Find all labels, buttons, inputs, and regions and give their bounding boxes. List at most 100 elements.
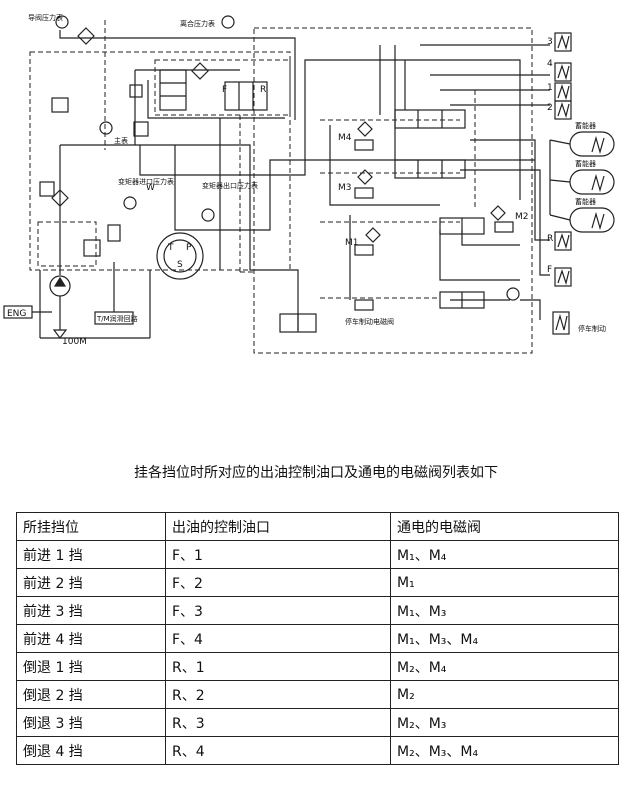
cell-gear: 倒退 3 挡: [16, 708, 166, 737]
clutch-gauge: [221, 15, 235, 29]
cell-port: F、1: [165, 540, 391, 569]
cell-port: F、3: [165, 596, 391, 625]
label-valve-w: W: [146, 183, 155, 193]
converter-relief: [39, 181, 55, 197]
pilot-selector-valve: [224, 81, 268, 111]
cell-solenoid: M₁、M₃、M₄: [390, 624, 619, 653]
label-port-1: 1: [547, 83, 553, 93]
solenoid-m3: [354, 169, 374, 199]
label-m4: M4: [338, 133, 352, 143]
table-header-row: 所挂挡位 出油的控制油口 通电的电磁阀: [16, 512, 619, 541]
label-clutch-gauge: 离合压力表: [180, 19, 215, 28]
label-m3: M3: [338, 183, 352, 193]
cell-solenoid: M₂、M₄: [390, 652, 619, 681]
label-main-gauge: 主表: [114, 136, 128, 145]
table-row: 倒退 1 挡 R、1 M₂、M₄: [16, 652, 619, 681]
cell-port: R、4: [165, 736, 391, 765]
label-park-valve: 停车制动电磁阀: [345, 317, 394, 326]
cell-solenoid: M₂: [390, 680, 619, 709]
label-acc-2: 蓄能器: [575, 159, 596, 168]
label-port-3: 3: [547, 37, 553, 47]
cell-port: R、2: [165, 680, 391, 709]
tm-cooler: [107, 224, 121, 242]
line-filter: [77, 27, 95, 45]
valve-block-outline: [154, 59, 291, 116]
cell-port: R、3: [165, 708, 391, 737]
hydraulic-schematic: 导阀压力表 离合压力表 主表 变矩器进口压力表 变矩器出口压力表 蓄能器 蓄能器…: [3, 13, 615, 354]
cell-gear: 前进 4 挡: [16, 624, 166, 653]
table-row: 前进 4 挡 F、4 M₁、M₃、M₄: [16, 624, 619, 653]
cell-port: F、2: [165, 568, 391, 597]
cell-port: F、4: [165, 624, 391, 653]
direction-valve: [439, 217, 485, 235]
label-valve-r: R: [260, 85, 266, 95]
label-tank: 100M: [62, 337, 87, 347]
clutch-f: [554, 267, 572, 287]
label-pump-t: T: [167, 243, 174, 253]
relief-valve-3: [51, 97, 69, 113]
oil-filter: [51, 189, 69, 207]
header-gear: 所挂挡位: [16, 512, 166, 541]
cell-gear: 前进 1 挡: [16, 540, 166, 569]
cell-solenoid: M₁、M₃: [390, 596, 619, 625]
table-row: 倒退 3 挡 R、3 M₂、M₃: [16, 708, 619, 737]
header-port: 出油的控制油口: [165, 512, 391, 541]
range-valve-upper: [394, 109, 466, 129]
header-solenoid: 通电的电磁阀: [390, 512, 619, 541]
label-port-2: 2: [547, 103, 553, 113]
relief-valve-1: [129, 84, 143, 98]
pilot-filter: [191, 62, 209, 80]
accumulator-3: [569, 207, 615, 233]
tc-inlet-gauge: [123, 196, 137, 210]
cell-gear: 倒退 2 挡: [16, 680, 166, 709]
brake-gauge: [506, 287, 520, 301]
tc-outlet-gauge: [201, 208, 215, 222]
pilot-gauge: [55, 15, 69, 29]
relief-valve-2: [133, 121, 149, 137]
label-park-brake: 停车制动: [578, 324, 606, 333]
converter-valve: [83, 239, 101, 257]
clutch-3: [554, 32, 572, 52]
label-acc-3: 蓄能器: [575, 197, 596, 206]
label-pump-p: P: [186, 243, 192, 253]
table-row: 倒退 4 挡 R、4 M₂、M₃、M₄: [16, 736, 619, 765]
cell-solenoid: M₂、M₃: [390, 708, 619, 737]
label-m2: M2: [515, 212, 529, 222]
clutch-2: [554, 100, 572, 120]
cell-solenoid: M₁、M₄: [390, 540, 619, 569]
clutch-r: [554, 231, 572, 251]
clutch-1: [554, 82, 572, 102]
park-brake-cylinder: [552, 311, 570, 335]
main-gauge: [99, 121, 113, 135]
table-caption: 挂各挡位时所对应的出油控制油口及通电的电磁阀列表如下: [134, 465, 498, 481]
label-acc-1: 蓄能器: [575, 121, 596, 130]
clutch-4: [554, 62, 572, 82]
park-solenoid: [354, 299, 374, 311]
cell-solenoid: M₁: [390, 568, 619, 597]
label-pump-s: S: [177, 260, 183, 270]
accumulator-1: [569, 131, 615, 157]
label-tm-circuit: T/M润滑回路: [96, 314, 138, 323]
label-port-r: R: [547, 234, 553, 244]
table-row: 前进 3 挡 F、3 M₁、M₃: [16, 596, 619, 625]
cell-gear: 前进 3 挡: [16, 596, 166, 625]
accumulator-2: [569, 169, 615, 195]
cell-gear: 倒退 1 挡: [16, 652, 166, 681]
converter-block-outline: [37, 221, 97, 267]
table-row: 前进 2 挡 F、2 M₁: [16, 568, 619, 597]
label-pilot-gauge: 导阀压力表: [28, 13, 63, 22]
label-valve-f: F: [222, 85, 227, 95]
tank: [52, 329, 68, 339]
gear-solenoid-table: 所挂挡位 出油的控制油口 通电的电磁阀 前进 1 挡 F、1 M₁、M₄ 前进 …: [16, 512, 619, 765]
solenoid-m1: [354, 227, 381, 256]
cell-port: R、1: [165, 652, 391, 681]
table-row: 倒退 2 挡 R、2 M₂: [16, 680, 619, 709]
label-tc-outlet-gauge: 变矩器出口压力表: [202, 181, 258, 190]
label-m1: M1: [345, 238, 359, 248]
park-valve: [439, 291, 485, 309]
table-row: 前进 1 挡 F、1 M₁、M₄: [16, 540, 619, 569]
label-tc-inlet-gauge: 变矩器进口压力表: [118, 177, 174, 186]
cell-gear: 前进 2 挡: [16, 568, 166, 597]
torque-converter: [156, 232, 204, 280]
pilot-main-valve: [159, 69, 187, 111]
